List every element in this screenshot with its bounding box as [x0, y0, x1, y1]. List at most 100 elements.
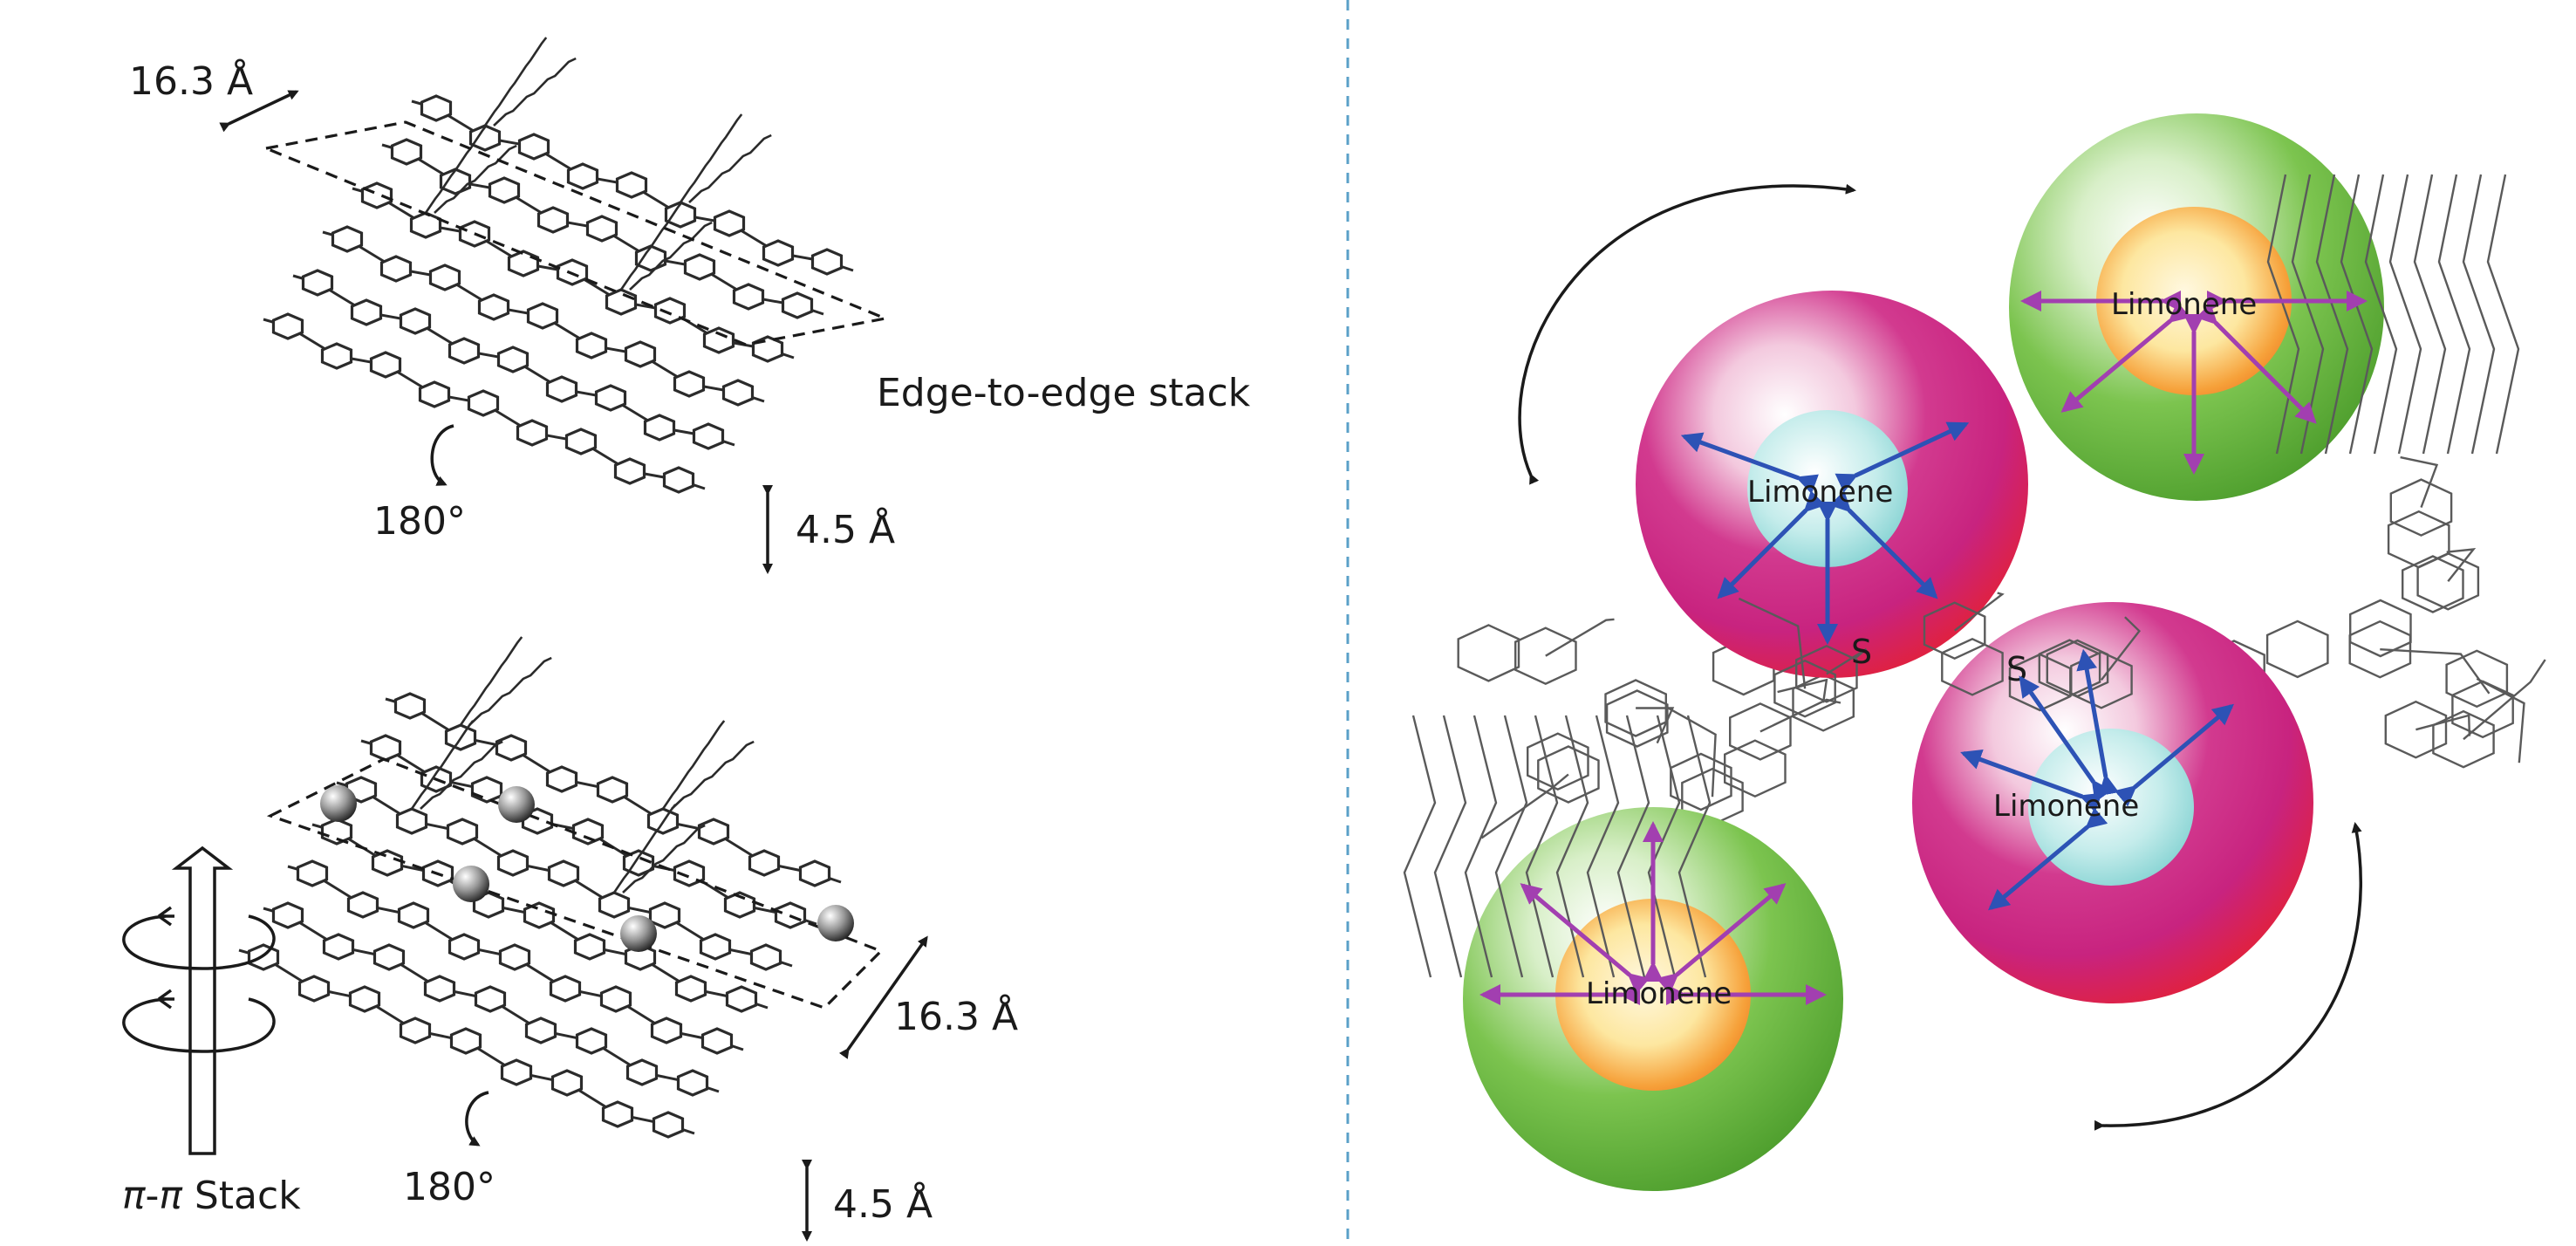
side-chain	[2463, 659, 2546, 741]
benzene-ring	[496, 849, 530, 877]
benzene-ring	[498, 943, 531, 971]
benzene-ring	[320, 342, 353, 370]
benzene-ring	[674, 975, 707, 1003]
alkyl-chain	[661, 720, 726, 810]
alkyl-chain	[493, 57, 577, 127]
benzene-ring	[549, 975, 582, 1003]
benzene-ring	[550, 1069, 584, 1097]
pi-symbol: π	[159, 1174, 183, 1218]
benzene-ring	[470, 776, 503, 804]
aromatic-ring	[2445, 649, 2509, 709]
circular-arrow-icon	[2094, 822, 2362, 1131]
benzene-ring	[798, 859, 831, 887]
benzene-ring	[721, 379, 755, 407]
alkyl-chain	[434, 144, 517, 214]
alkyl-chain	[459, 636, 523, 726]
benzene-ring	[573, 933, 606, 961]
benzene-ring	[673, 370, 706, 398]
side-chain	[2413, 174, 2447, 455]
benzene-ring	[468, 124, 502, 152]
alkyl-chain	[688, 134, 772, 203]
interaction-arrow-icon	[1520, 883, 1650, 995]
benzene-ring	[346, 891, 379, 919]
alkyl-chain	[671, 740, 755, 810]
benzene-ring	[625, 1058, 659, 1086]
stack-label-pi: π-π Stack	[122, 1174, 301, 1218]
guest-sphere	[817, 905, 854, 941]
aromatic-ring	[2348, 599, 2412, 658]
rotation-arrow-icon	[430, 424, 454, 486]
benzene-ring	[652, 1111, 685, 1139]
benzene-ring	[598, 891, 631, 919]
benzene-ring	[547, 859, 580, 887]
side-chain	[1665, 706, 1717, 798]
interaction-arrow-icon	[1656, 883, 1787, 995]
benzene-ring	[564, 428, 598, 455]
benzene-ring	[331, 225, 364, 253]
benzene-ring	[449, 1027, 482, 1055]
edge-to-edge-panel: 16.3 Å Edge-to-edge stack 180° 4.5 Å	[129, 37, 1251, 574]
benzene-ring	[399, 1017, 432, 1044]
benzene-ring	[748, 849, 781, 877]
benzene-ring	[725, 985, 758, 1013]
benzene-ring	[500, 1058, 533, 1086]
aromatic-ring	[2401, 555, 2464, 613]
benzene-ring	[488, 176, 521, 204]
benzene-ring	[467, 389, 500, 417]
benzene-ring	[643, 414, 676, 442]
alkyl-chain	[612, 804, 677, 893]
benzene-ring	[599, 985, 632, 1013]
benzene-ring	[448, 933, 481, 961]
side-chain	[1403, 715, 1437, 978]
guest-sphere	[498, 786, 535, 823]
aromatic-ring	[1457, 624, 1520, 682]
benzene-ring	[395, 807, 428, 835]
stack-label-edge: Edge-to-edge stack	[877, 371, 1251, 415]
aromatic-ring	[1604, 679, 1668, 737]
sulfur-atom-label: S	[1851, 633, 1872, 671]
benzene-ring	[477, 293, 510, 321]
alkyl-chain	[483, 37, 548, 127]
side-chain	[1545, 618, 1615, 657]
distance-label-bottom: 16.3 Å	[894, 993, 1018, 1039]
aromatic-ring	[1794, 644, 1858, 703]
polymer-stack-bottom	[238, 636, 842, 1139]
benzene-ring	[496, 346, 530, 373]
benzene-ring	[585, 215, 618, 243]
side-chain	[2446, 548, 2477, 583]
side-chain	[2415, 714, 2471, 736]
benzene-ring	[653, 297, 687, 325]
benzene-ring	[662, 466, 695, 494]
interaction-arrow-icon	[1717, 490, 1826, 599]
side-chain	[2437, 174, 2471, 455]
benzene-ring	[648, 901, 681, 929]
guest-sphere	[320, 785, 357, 822]
alkyl-chain	[424, 124, 489, 214]
benzene-ring	[474, 985, 507, 1013]
side-chain	[1464, 715, 1498, 978]
alkyl-chain	[622, 824, 706, 893]
stack-word: Stack	[182, 1174, 301, 1218]
limonene-label: Limonene	[2111, 287, 2257, 322]
benzene-ring	[702, 326, 735, 354]
alkyl-chain	[679, 113, 743, 203]
guest-sphere	[453, 866, 489, 902]
benzene-ring	[692, 422, 725, 450]
rotation-arrow-icon	[465, 1091, 489, 1147]
interaction-arrow-icon	[2019, 675, 2113, 803]
alkyl-chain	[629, 221, 713, 291]
spacing-label-bottom: 4.5 Å	[833, 1181, 933, 1227]
benzene-ring	[624, 340, 657, 368]
benzene-ring	[350, 298, 383, 326]
benzene-ring	[526, 302, 559, 330]
benzene-ring	[297, 975, 331, 1003]
benzene-ring	[399, 307, 432, 335]
aromatic-ring	[2451, 680, 2514, 739]
limonene-label: Limonene	[1586, 976, 1732, 1011]
alkyl-chain	[468, 656, 552, 726]
benzene-ring	[409, 211, 442, 239]
benzene-ring	[613, 457, 646, 485]
benzene-ring	[271, 312, 304, 340]
benzene-ring	[575, 332, 608, 359]
benzene-ring	[418, 380, 451, 408]
